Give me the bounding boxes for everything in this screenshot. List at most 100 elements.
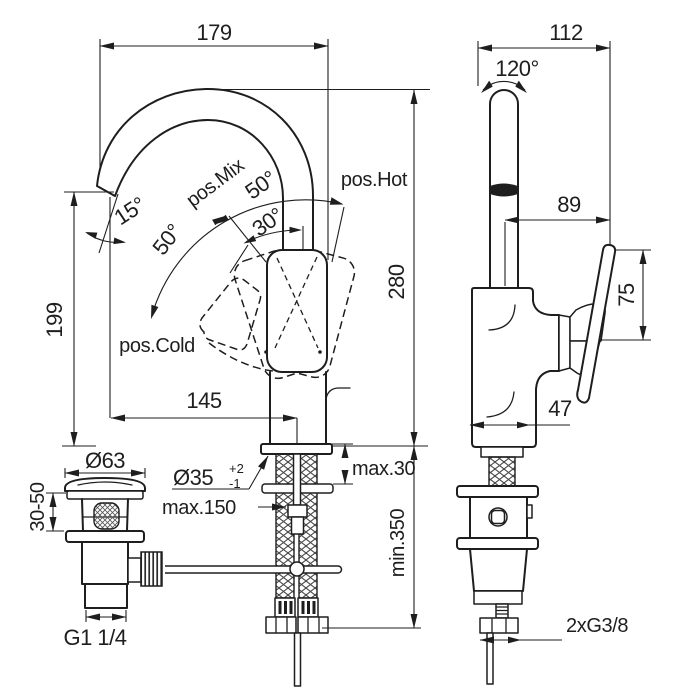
angle-50-left-label: 50° — [147, 219, 186, 259]
front-view: 179 199 280 145 15° 50° 50° 30° pos.Mix … — [27, 20, 430, 687]
mounting-hardware-front — [165, 453, 343, 687]
dim-112-label: 112 — [549, 20, 583, 45]
arc30-arrow-right — [289, 226, 302, 234]
hose-nut-right — [297, 616, 329, 634]
leader-30-to-handle — [229, 244, 249, 274]
pos-hot-label: pos.Hot — [341, 169, 408, 191]
drain-assembly — [64, 477, 163, 609]
hose-crimp-left — [274, 597, 296, 618]
side-supply-hose — [488, 456, 516, 487]
popup-rod-knob — [325, 387, 351, 400]
swing-arc-50-50 — [151, 199, 343, 316]
side-popup-rod — [486, 632, 494, 685]
side-spout-joint-band — [490, 183, 518, 197]
front-dimensions — [46, 39, 428, 629]
popup-horizontal-rod — [165, 565, 343, 574]
dia35-tol-minus: -1 — [229, 476, 241, 491]
leader-hot-to-handle — [331, 206, 345, 263]
spout-outline — [96, 87, 314, 253]
arc-arrow-mid-up — [212, 216, 225, 226]
side-view: 112 120° 89 75 47 2xG3/8 — [456, 20, 651, 685]
side-mounting-flange — [456, 485, 539, 498]
handle-outline — [266, 249, 328, 373]
handle-pivot-dot-right — [318, 350, 322, 354]
dim-75-label: 75 — [614, 283, 639, 307]
arc30-arrow-left — [243, 235, 257, 244]
side-body-fillet-top — [488, 304, 516, 331]
dim-179-label: 179 — [196, 20, 231, 45]
drain-tailpipe — [84, 583, 128, 609]
popup-lift-rod — [293, 632, 302, 687]
arc15-arrow-right — [113, 237, 126, 245]
dim-145-label: 145 — [186, 388, 221, 413]
side-tailpiece-step — [473, 590, 523, 605]
drain-knurled-coupler — [140, 551, 163, 587]
hose-crimp-right — [297, 597, 319, 618]
side-handle-blade — [576, 243, 617, 404]
leader-mid-to-handle — [228, 215, 267, 263]
arc120-arrow-right — [515, 80, 527, 93]
side-clamp-body — [469, 496, 533, 539]
max150-label: max.150 — [162, 497, 236, 519]
front-angle-arcs — [85, 193, 345, 319]
drain-side-neck — [127, 557, 142, 583]
stud-nut — [287, 504, 308, 518]
dia35-leader — [248, 455, 269, 490]
pos-mix-label: pos.Mix — [182, 154, 248, 212]
dim-89-label: 89 — [557, 192, 581, 217]
handle-diagonal-dashed-2 — [274, 256, 318, 349]
side-handle — [558, 243, 617, 404]
handle-diagonal-dashed-1 — [276, 257, 319, 349]
side-handle-mount — [558, 314, 571, 372]
pos-cold-label: pos.Cold — [119, 335, 195, 357]
dim-g38-arrow-right — [508, 636, 521, 644]
faucet-body-front — [260, 371, 351, 455]
side-body-outline — [471, 287, 560, 448]
g114-label: G1 1/4 — [63, 625, 126, 650]
handle-pivot-dot-left — [264, 350, 268, 354]
mounting-hardware-side — [456, 446, 539, 685]
angle-120-label: 120° — [495, 56, 539, 81]
drain-ball-joint — [93, 502, 120, 530]
max30-label: max.30 — [352, 458, 415, 480]
drain-body-left — [81, 498, 84, 532]
drain-lower-flange — [65, 530, 145, 543]
arc15-arrow-left — [85, 232, 98, 239]
drain-cap — [64, 477, 146, 492]
dim-199-label: 199 — [42, 302, 67, 337]
threaded-stud — [292, 453, 302, 506]
side-clamp-tab — [526, 504, 533, 519]
base-plate — [260, 443, 333, 455]
side-threaded-stub — [495, 603, 509, 619]
arc120-arrow-left — [481, 80, 493, 93]
dia63-label: Ø63 — [85, 448, 125, 473]
handle-rotation-lines — [264, 256, 322, 354]
drain-lower-body — [81, 541, 129, 585]
dim-3050-label: 30-50 — [27, 482, 49, 531]
handle-pos-left-dashed — [233, 249, 323, 380]
side-labels: 112 120° 89 75 47 2xG3/8 — [495, 20, 639, 637]
arc-arrow-mid-down — [216, 214, 229, 224]
side-body-fillet-bottom — [486, 391, 515, 418]
side-tailpiece — [469, 548, 528, 592]
arc-arrow-top-right — [329, 197, 344, 205]
drain-body-right — [126, 498, 129, 532]
drain-upper-flange — [66, 490, 144, 500]
side-dimensions — [469, 41, 651, 644]
drain-cap-inner-line — [77, 481, 133, 486]
dim-280-label: 280 — [384, 264, 409, 299]
g38-label: 2xG3/8 — [566, 615, 628, 637]
dim-47-label: 47 — [548, 396, 572, 421]
handle-pos-cold-dashed — [199, 277, 262, 351]
side-lower-flange — [456, 537, 539, 550]
side-collar — [480, 446, 524, 458]
dim-47-arrow-right — [517, 421, 530, 429]
angle-15-label: 15° — [110, 192, 150, 230]
stud-sleeve — [290, 516, 305, 535]
popup-rod-ball — [289, 561, 305, 577]
min350-label: min.350 — [387, 509, 409, 578]
side-supply-nut — [479, 617, 519, 634]
dia35-tol-plus: +2 — [229, 461, 244, 476]
